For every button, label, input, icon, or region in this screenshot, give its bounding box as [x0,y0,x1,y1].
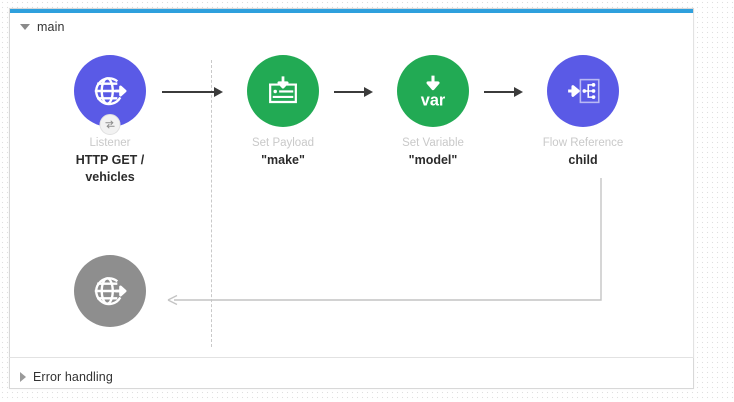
section-label-main: main [37,20,65,34]
connector-set-variable-to-flow-reference [484,85,524,97]
triangle-right-icon[interactable] [20,372,26,382]
globe-arrow-icon [94,277,127,306]
node-set-variable-circle[interactable]: var [397,55,469,127]
node-listener-circle[interactable] [74,55,146,135]
exchange-icon [105,120,115,129]
connector-set-payload-to-set-variable [334,85,374,97]
arrow-left-return-icon [167,178,602,306]
flow-reference-icon [568,78,600,104]
connector-flow-reference-to-response [160,178,612,310]
node-flow-reference-type: Flow Reference [542,137,624,149]
node-set-payload[interactable]: Set Payload "make" [221,55,345,169]
node-set-payload-name: "make" [261,153,305,168]
node-set-payload-circle[interactable] [247,55,319,127]
listener-badge [99,114,121,135]
arrow-right-icon [334,87,373,97]
node-listener-name-line1: HTTP GET / [75,153,145,168]
arrow-right-icon [162,87,223,97]
node-listener-name-line2: vehicles [85,169,135,184]
section-header-main[interactable]: main [20,20,65,34]
var-down-arrow-icon: var [421,75,446,109]
node-listener-type: Listener [89,137,131,149]
arrow-right-icon [484,87,523,97]
payload-down-arrow-icon [269,76,297,104]
node-flow-reference-circle[interactable] [547,55,619,127]
section-header-error-handling[interactable]: Error handling [20,370,113,384]
node-flow-reference-name: child [568,153,598,168]
node-http-response-circle[interactable] [74,255,146,327]
node-http-response[interactable] [48,255,172,327]
globe-arrow-icon [94,77,127,106]
node-set-variable[interactable]: var Set Variable "model" [371,55,495,169]
node-listener-name: HTTP GET / vehicles [48,152,172,185]
node-set-variable-name: "model" [408,153,458,168]
node-set-variable-type: Set Variable [402,137,464,149]
node-listener[interactable]: Listener HTTP GET / vehicles [48,55,172,185]
panel-accent-bar [10,9,693,13]
connector-listener-to-set-payload [162,85,224,97]
flow-divider-dashed-line [211,60,212,347]
main-flow-region [9,13,694,358]
var-icon-text: var [421,91,446,109]
section-label-error-handling: Error handling [33,370,113,384]
node-set-payload-type: Set Payload [251,137,314,149]
node-flow-reference[interactable]: Flow Reference child [521,55,645,169]
triangle-down-icon[interactable] [20,24,30,30]
